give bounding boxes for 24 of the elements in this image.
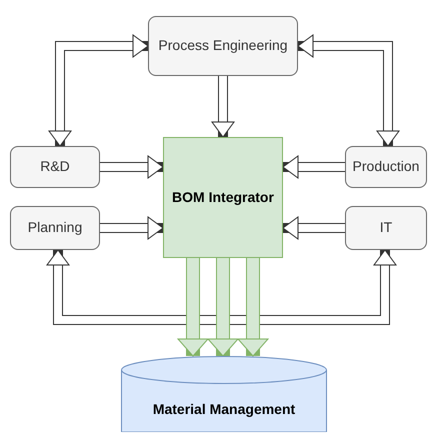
box-label: BOM Integrator (172, 188, 274, 206)
hollow-arrow (282, 216, 345, 240)
process-box (10, 206, 100, 250)
hollow-arrow (282, 155, 345, 179)
process-box (345, 146, 427, 188)
hollow-arrow (206, 258, 240, 357)
hollow-arrow (211, 76, 235, 138)
process-box (148, 16, 298, 76)
process-box (10, 146, 100, 188)
process-box (345, 206, 427, 250)
box-label: IT (380, 219, 392, 237)
box-label: R&D (40, 158, 70, 176)
hollow-arrow (48, 34, 149, 147)
box-label: Process Engineering (158, 37, 288, 55)
hollow-arrow (176, 258, 210, 357)
hollow-arrow (100, 155, 164, 179)
box-label: Production (352, 158, 420, 176)
integrator-box (163, 137, 283, 258)
cylinder-label: Material Management (152, 400, 296, 419)
hollow-arrow (236, 258, 270, 357)
hollow-arrow (297, 34, 400, 147)
box-label: Planning (28, 219, 82, 237)
hollow-arrow (46, 249, 397, 325)
hollow-arrow (100, 216, 164, 240)
